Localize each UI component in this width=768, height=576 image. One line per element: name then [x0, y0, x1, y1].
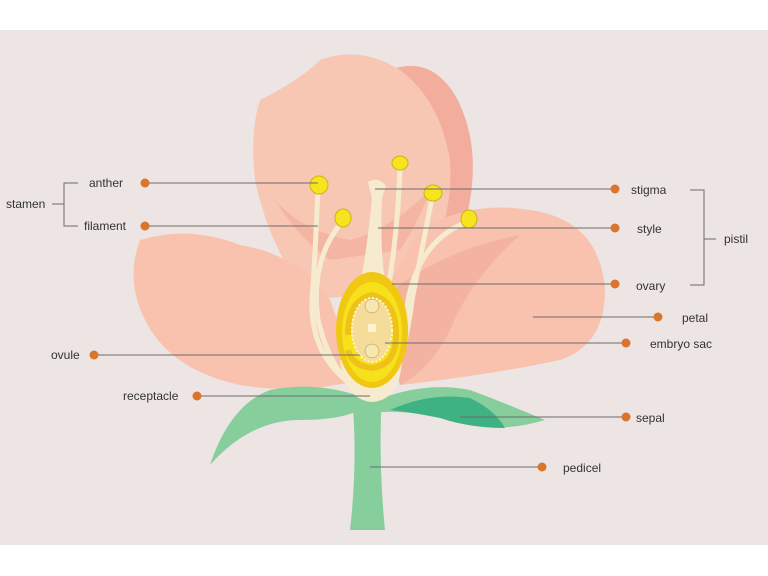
stem-and-sepals: [210, 386, 545, 530]
anther-2: [334, 208, 352, 228]
petal-label: petal: [682, 311, 708, 325]
filament-1: [309, 185, 363, 393]
style-tube: [362, 179, 386, 275]
pistil: [336, 179, 408, 402]
receptacle-dot: [192, 391, 202, 401]
petal-dot: [653, 312, 663, 322]
ovule-dot: [89, 350, 99, 360]
sepal-label: sepal: [636, 411, 665, 425]
anthers: [309, 155, 478, 229]
left-sepal: [210, 386, 370, 465]
filament-label: filament: [84, 219, 127, 233]
anther-dot: [140, 178, 150, 188]
anther-5: [460, 209, 478, 229]
ovule-wall: [345, 291, 400, 372]
ovary-label: ovary: [636, 279, 665, 293]
left-petal: [133, 233, 360, 389]
anther-3: [391, 155, 409, 171]
embryo-sac-label: embryo sac: [650, 337, 712, 351]
egg-cells: [364, 298, 380, 314]
filament-2: [313, 219, 361, 395]
ovary-dot: [610, 279, 620, 289]
pistil-bracket: [690, 189, 705, 286]
polar-nuclei: [368, 324, 376, 332]
leader-lines: [52, 182, 716, 468]
anther-label: anther: [89, 176, 123, 190]
leader-dots: [89, 178, 663, 472]
right-petal-shade: [380, 235, 520, 385]
embryo-sac-dot: [621, 338, 631, 348]
style-label: style: [637, 222, 662, 236]
stamen-label: stamen: [6, 197, 45, 211]
anther-1: [309, 175, 329, 195]
labels: stamen pistil anther filament stigma sty…: [6, 176, 748, 475]
style-dot: [610, 223, 620, 233]
right-sepal-dark: [390, 396, 505, 428]
filament-dot: [140, 221, 150, 231]
stigma-dot: [610, 184, 620, 194]
pedicel-label: pedicel: [563, 461, 601, 475]
stigma-label: stigma: [631, 183, 667, 197]
sepal-dot: [621, 412, 631, 422]
pedicel-stem: [350, 395, 385, 530]
ovule-label: ovule: [51, 348, 80, 362]
pistil-label: pistil: [724, 232, 748, 246]
anther-4: [423, 184, 443, 202]
antipodal-cells: [364, 343, 380, 359]
pedicel-dot: [537, 462, 547, 472]
receptacle-label: receptacle: [123, 389, 179, 403]
filament-3: [385, 165, 403, 293]
